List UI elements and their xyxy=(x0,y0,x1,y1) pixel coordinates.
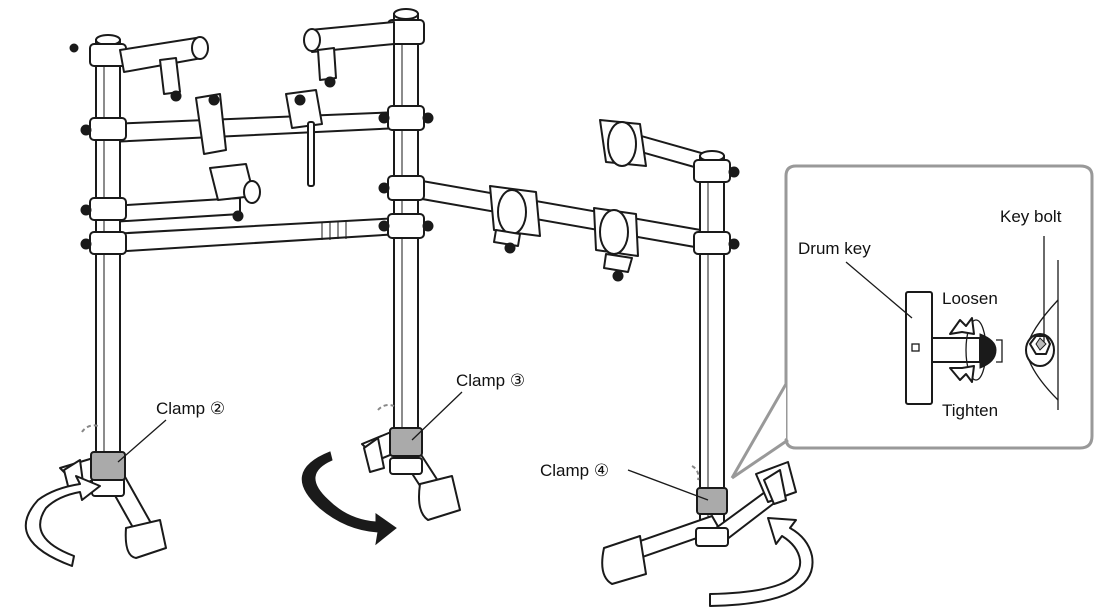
upper-bar-left xyxy=(109,110,401,144)
curved-arrow-icon xyxy=(24,451,814,607)
clamp-2-bolt-marker xyxy=(81,424,99,433)
drum-key-leader xyxy=(845,261,913,319)
post-right xyxy=(699,155,725,527)
vertical-posts xyxy=(95,8,725,527)
loosen-arrow-icon xyxy=(949,317,975,335)
clamp-2-highlight xyxy=(90,451,126,481)
arm-holders xyxy=(119,21,647,282)
tighten-label: Tighten xyxy=(942,401,998,420)
clamp-3-bolt-marker xyxy=(377,403,395,411)
highlighted-clamps xyxy=(81,403,728,515)
clamp-3-highlight xyxy=(389,427,423,457)
key-bolt-illustration xyxy=(1025,260,1059,410)
loosen-label: Loosen xyxy=(942,289,998,308)
clamp-4-highlight xyxy=(696,487,728,515)
clamp-4-bolt-marker xyxy=(691,465,700,481)
clamp-4-label: Clamp ④ xyxy=(540,461,609,480)
lower-bar-left xyxy=(109,216,401,254)
rack-clamps xyxy=(69,19,740,255)
callout-box xyxy=(730,164,1094,480)
mid-bar-left xyxy=(109,196,241,224)
drum-key-label: Drum key xyxy=(798,239,871,258)
clamp-leaders xyxy=(117,391,709,501)
rack-feet xyxy=(59,429,797,585)
post-center xyxy=(393,13,419,473)
clamp-3-label: Clamp ③ xyxy=(456,371,525,390)
drum-key-illustration xyxy=(905,291,1003,405)
key-bolt-label: Key bolt xyxy=(1000,207,1062,226)
bar-grip-marks xyxy=(321,221,347,240)
clamp-2-label: Clamp ② xyxy=(156,399,225,418)
upper-bar-right xyxy=(404,176,713,252)
tighten-arrow-icon xyxy=(949,365,975,383)
